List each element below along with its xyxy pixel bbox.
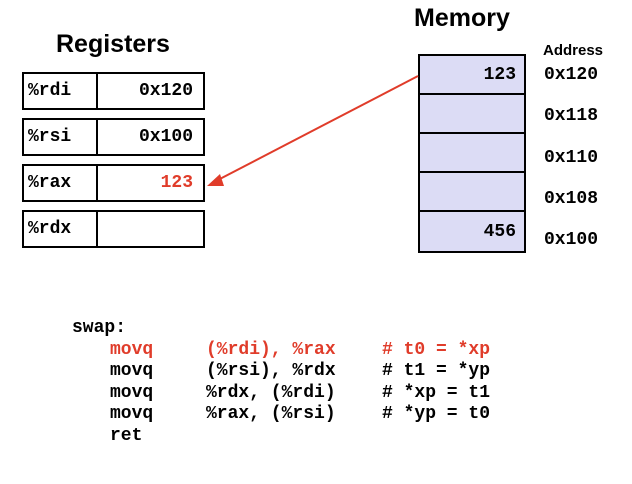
code-line-1: movq (%rdi), %rax # t0 = *xp <box>72 340 490 362</box>
code-comment: # t0 = *xp <box>382 339 491 360</box>
address-label: 0x120 <box>544 65 599 85</box>
address-label: 0x110 <box>544 148 599 168</box>
memory-title: Memory <box>414 4 510 32</box>
code-op: movq <box>110 339 154 360</box>
memory-cell-0x120: 123 <box>420 56 524 95</box>
code-op: movq <box>110 404 154 424</box>
register-rdi: %rdi 0x120 <box>22 72 205 110</box>
code-op: movq <box>110 361 154 381</box>
register-name: %rsi <box>24 120 98 154</box>
address-label: 0x118 <box>544 106 599 126</box>
code-args: (%rsi), %rdx <box>206 361 336 381</box>
code-op: ret <box>110 425 143 446</box>
arrow-head <box>207 174 224 186</box>
register-value: 123 <box>160 173 193 193</box>
arrow-line <box>213 75 419 183</box>
code-op: movq <box>110 382 154 403</box>
code-comment: # *xp = t1 <box>382 382 491 403</box>
memory-cell-0x110 <box>420 134 524 173</box>
register-value: 0x100 <box>138 127 193 147</box>
code-line-4: movq %rax, (%rsi) # *yp = t0 <box>72 404 490 426</box>
register-name: %rdi <box>24 74 98 108</box>
register-value: 0x120 <box>138 81 193 101</box>
register-rsi: %rsi 0x100 <box>22 118 205 156</box>
assembly-code: swap: movq (%rdi), %rax # t0 = *xp movq … <box>72 318 490 447</box>
code-args: %rax, (%rsi) <box>206 404 336 424</box>
code-line-3: movq %rdx, (%rdi) # *xp = t1 <box>72 383 490 405</box>
code-args: %rdx, (%rdi) <box>206 382 336 403</box>
memory-cell-0x108 <box>420 173 524 212</box>
code-comment: # t1 = *yp <box>382 361 491 381</box>
register-rax: %rax 123 <box>22 164 205 202</box>
register-name: %rdx <box>24 212 98 246</box>
memory-column: 123 456 <box>418 54 526 253</box>
registers-title: Registers <box>56 30 170 58</box>
code-comment: # *yp = t0 <box>382 404 491 424</box>
memory-cell-0x100: 456 <box>483 221 516 242</box>
code-line-2: movq (%rsi), %rdx # t1 = *yp <box>72 361 490 383</box>
register-name: %rax <box>24 166 98 200</box>
code-line-5: ret <box>72 426 490 448</box>
register-rdx: %rdx <box>22 210 205 248</box>
address-label: 0x100 <box>544 230 599 250</box>
code-label: swap: <box>72 318 127 338</box>
address-header: Address <box>543 42 604 59</box>
code-args: (%rdi), %rax <box>206 339 336 360</box>
address-label: 0x108 <box>544 189 599 209</box>
memory-cell-0x118 <box>420 95 524 134</box>
